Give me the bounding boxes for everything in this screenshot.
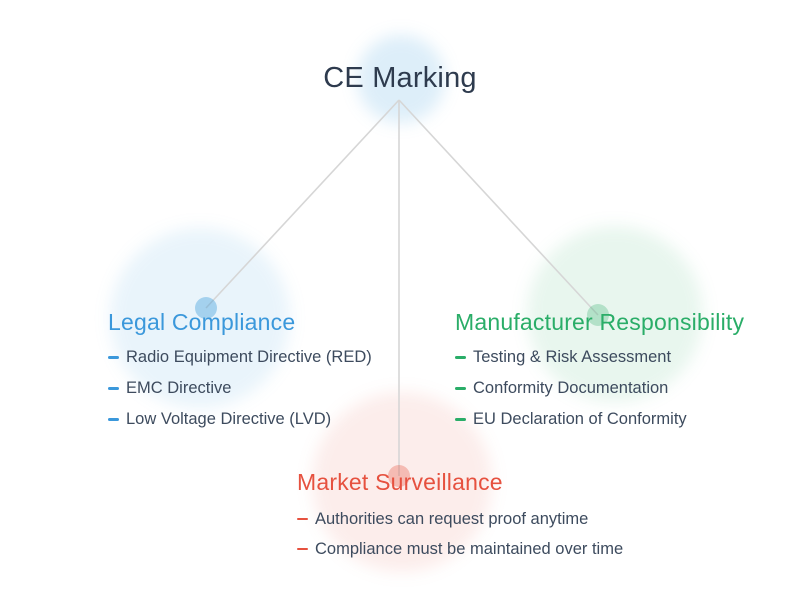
branch-manufacturer-responsibility: Manufacturer Responsibility Testing & Ri…	[455, 309, 744, 435]
branch-title-manufacturer-responsibility: Manufacturer Responsibility	[455, 309, 745, 335]
branch-items-legal-compliance: Radio Equipment Directive (RED) EMC Dire…	[108, 342, 372, 435]
branch-title-market-surveillance: Market Surveillance	[297, 469, 503, 495]
list-item: Conformity Documentation	[455, 373, 744, 404]
diagram-title: CE Marking	[323, 62, 477, 94]
dash-bullet-icon	[108, 356, 119, 359]
list-item-label: Authorities can request proof anytime	[315, 509, 589, 528]
background-blob-market	[312, 392, 492, 572]
dash-bullet-icon	[297, 517, 308, 521]
list-item: Compliance must be maintained over time	[297, 534, 623, 564]
list-item: EU Declaration of Conformity	[455, 404, 744, 435]
dash-bullet-icon	[297, 547, 308, 551]
list-item-label: EMC Directive	[126, 379, 232, 397]
branch-market-surveillance: Market Surveillance Authorities can requ…	[297, 469, 623, 564]
branch-items-manufacturer-responsibility: Testing & Risk Assessment Conformity Doc…	[455, 342, 744, 435]
branch-items-market-surveillance: Authorities can request proof anytime Co…	[297, 504, 623, 564]
list-item-label: EU Declaration of Conformity	[473, 410, 687, 428]
background-blob-legal	[110, 228, 290, 408]
node-dot-legal	[195, 297, 217, 319]
dash-bullet-icon	[455, 387, 466, 390]
list-item: Radio Equipment Directive (RED)	[108, 342, 372, 373]
background-blob-manufacturer	[527, 226, 703, 402]
list-item-label: Testing & Risk Assessment	[473, 348, 672, 366]
background-blob-root	[357, 35, 445, 123]
dash-bullet-icon	[455, 418, 466, 421]
list-item-label: Low Voltage Directive (LVD)	[126, 410, 332, 428]
list-item: Testing & Risk Assessment	[455, 342, 744, 373]
branch-legal-compliance: Legal Compliance Radio Equipment Directi…	[108, 309, 372, 435]
node-dot-market	[388, 465, 410, 487]
dash-bullet-icon	[455, 356, 466, 359]
list-item-label: Radio Equipment Directive (RED)	[126, 348, 372, 366]
node-dot-manufacturer	[587, 304, 609, 326]
connector-line-manufacturer	[398, 99, 599, 316]
list-item: Authorities can request proof anytime	[297, 504, 623, 534]
dash-bullet-icon	[108, 387, 119, 390]
branch-title-legal-compliance: Legal Compliance	[108, 309, 296, 335]
list-item-label: Compliance must be maintained over time	[315, 539, 624, 558]
list-item: EMC Directive	[108, 373, 372, 404]
dash-bullet-icon	[108, 418, 119, 421]
list-item: Low Voltage Directive (LVD)	[108, 404, 372, 435]
connector-line-legal	[205, 99, 400, 309]
list-item-label: Conformity Documentation	[473, 379, 669, 397]
